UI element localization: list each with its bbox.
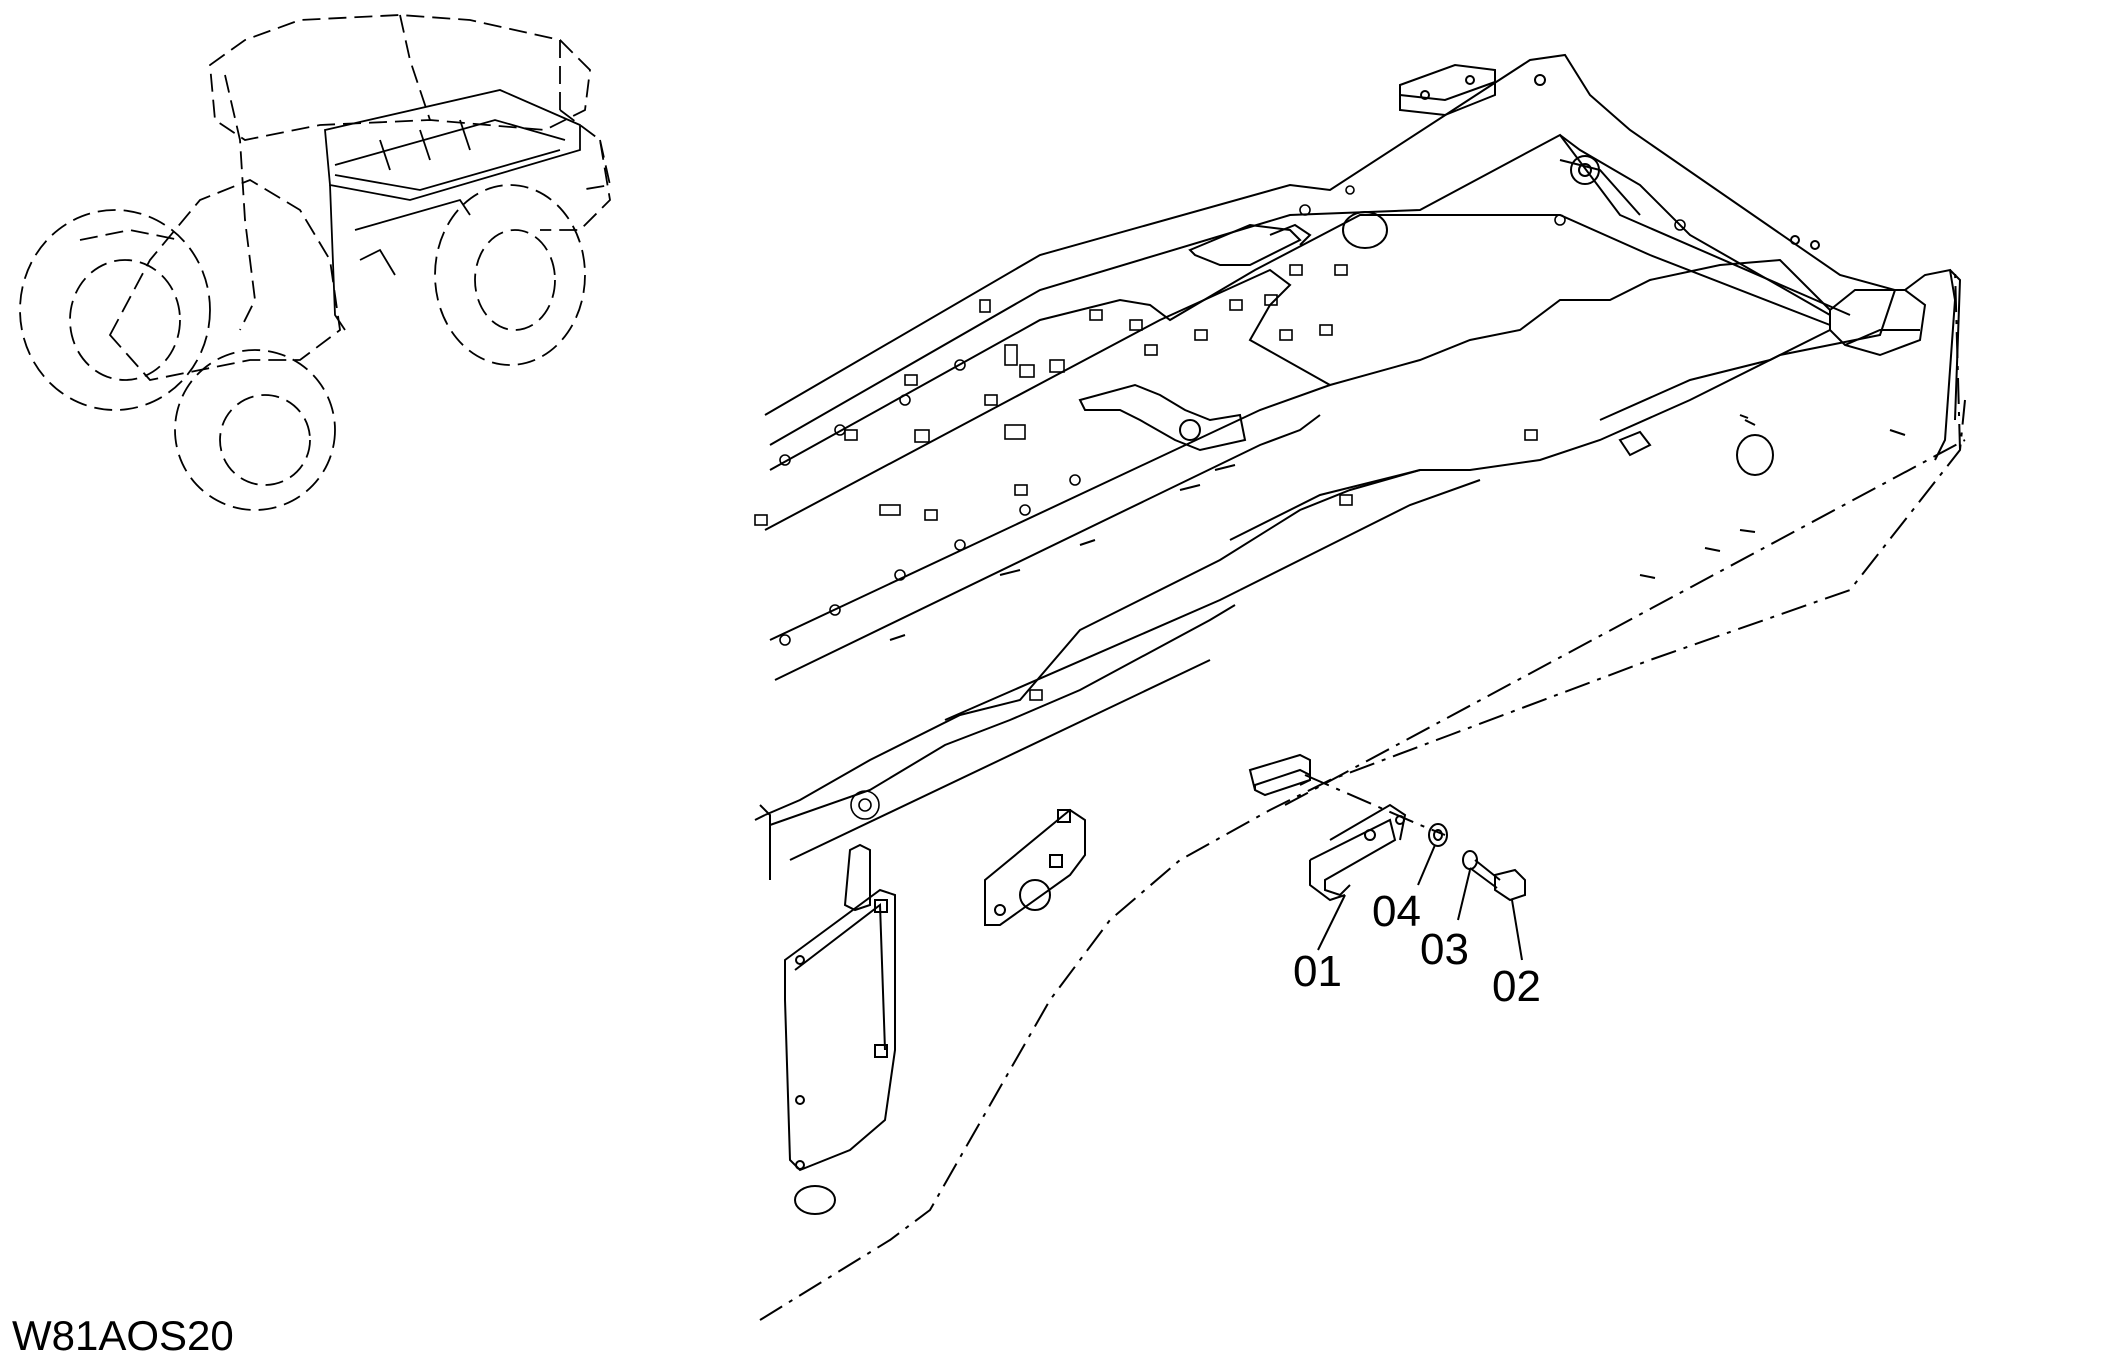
part-03-lock-washer [1462,850,1478,870]
frame-studs [754,264,1538,701]
locator-machine-view [19,14,612,511]
callout-04: 04 [1372,887,1421,936]
leader-04 [1417,844,1436,886]
part-01-clamp [1309,803,1407,902]
leader-03 [1457,869,1471,921]
frame-holes [779,185,1686,820]
leader-02 [1511,899,1523,961]
main-frame-view [754,53,1966,1321]
callout-01: 01 [1293,947,1342,996]
figure-code: W81AOS20 [12,1312,234,1359]
part-01-bracket [1248,753,1311,797]
part-04-washer [1428,823,1448,847]
frame-top-outline [764,53,1897,816]
callout-02: 02 [1492,962,1541,1011]
callout-03: 03 [1420,925,1469,974]
rear-frame-dashed-outline [759,399,1966,1321]
leader-01 [1317,894,1346,951]
part-02-bolt [1469,859,1526,902]
